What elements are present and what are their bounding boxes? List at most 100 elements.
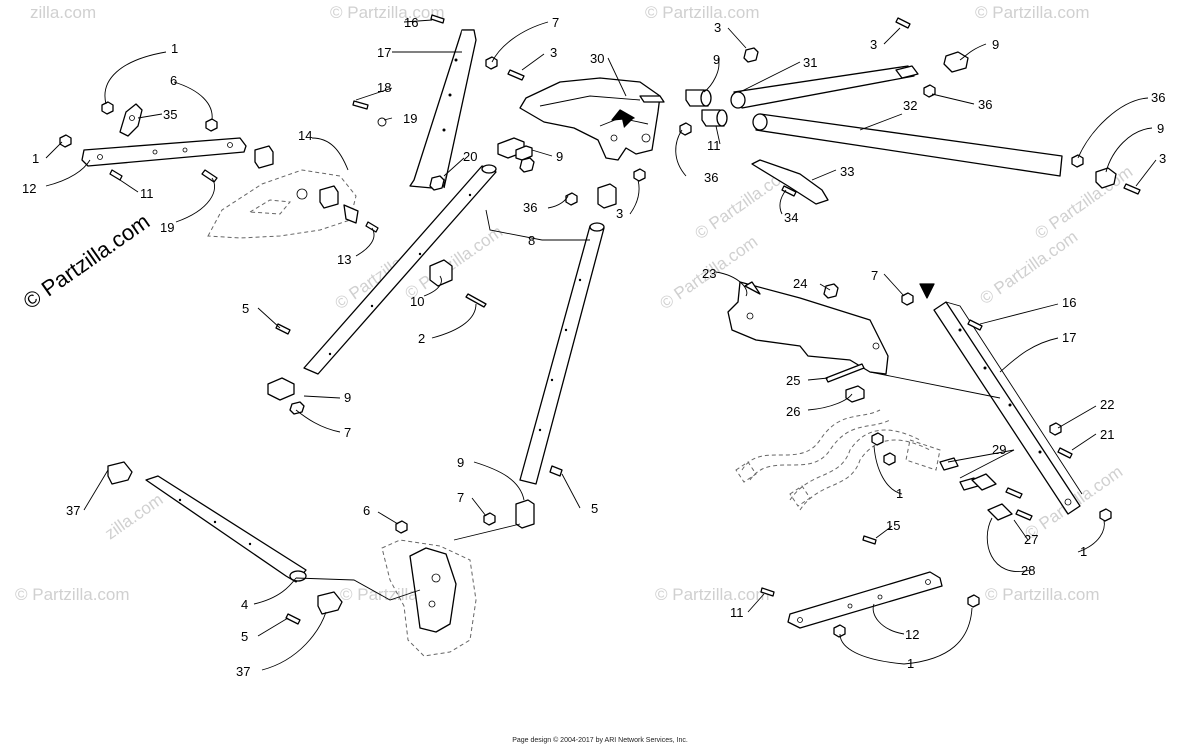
callout-number: 9 xyxy=(344,390,351,405)
nut-icon xyxy=(1049,422,1062,436)
bolt-icon xyxy=(285,613,301,625)
part-clamp xyxy=(971,473,997,491)
callout-number: 3 xyxy=(1159,151,1166,166)
bolt-icon xyxy=(967,319,983,331)
bolt-icon xyxy=(109,169,123,181)
part-bracket-33 xyxy=(751,159,829,205)
leader-lines xyxy=(45,19,1157,671)
callout-number: 5 xyxy=(241,629,248,644)
nut-icon xyxy=(1099,508,1112,522)
callout-number: 36 xyxy=(704,170,718,185)
bolt-icon xyxy=(1057,447,1073,459)
callout-number: 2 xyxy=(418,331,425,346)
callout-number: 27 xyxy=(1024,532,1038,547)
callout-number: 9 xyxy=(457,455,464,470)
arrow-marker-icon xyxy=(620,110,634,128)
callout-number: 28 xyxy=(1021,563,1035,578)
callout-labels: 1 6 35 1 12 11 19 14 13 16 7 17 18 19 20… xyxy=(22,15,1166,679)
nut-icon xyxy=(679,122,692,136)
watermark-text: © Partzilla.com xyxy=(330,3,445,22)
part-bracket-bar-left xyxy=(81,103,247,167)
nut-icon xyxy=(633,168,646,182)
nut-icon xyxy=(923,84,936,98)
nut-icon xyxy=(205,118,218,132)
part-upper-tube-31 xyxy=(685,65,919,109)
callout-number: 34 xyxy=(784,210,798,225)
part-center-housing xyxy=(519,77,665,161)
watermark-text: zilla.com xyxy=(101,490,166,543)
callout-number: 11 xyxy=(707,138,721,153)
bolt-icon xyxy=(1005,487,1023,499)
callout-number: 15 xyxy=(886,518,900,533)
bolt-icon xyxy=(201,169,218,183)
bolt-icon xyxy=(862,535,877,545)
callout-number: 1 xyxy=(32,151,39,166)
watermark-text: © Partzilla.com xyxy=(15,585,130,604)
bolt-icon xyxy=(1123,183,1141,195)
part-shim xyxy=(825,363,865,383)
part-vertical-brace-right xyxy=(933,301,1083,515)
part-frame-mount xyxy=(381,539,477,657)
callout-number: 17 xyxy=(377,45,391,60)
callout-number: 36 xyxy=(1151,90,1165,105)
callout-number: 9 xyxy=(1157,121,1164,136)
callout-number: 37 xyxy=(236,664,250,679)
bolt-icon xyxy=(430,14,445,24)
watermark-text: zilla.com xyxy=(30,3,96,22)
callout-number: 23 xyxy=(702,266,716,281)
end-cap-icon xyxy=(317,591,343,615)
bolt-icon xyxy=(352,100,369,110)
washer-icon xyxy=(377,117,387,127)
callout-number: 18 xyxy=(377,80,391,95)
callout-number: 32 xyxy=(903,98,917,113)
callout-number: 11 xyxy=(140,186,154,201)
callout-number: 10 xyxy=(410,294,424,309)
callout-number: 30 xyxy=(590,51,604,66)
nut-icon xyxy=(871,432,884,446)
part-diagonal-tube xyxy=(267,137,533,415)
callout-number: 16 xyxy=(404,15,418,30)
callout-number: 5 xyxy=(242,301,249,316)
end-cap-icon xyxy=(107,461,133,485)
bolt-icon xyxy=(549,465,563,477)
bolt-icon xyxy=(465,293,487,308)
bolt-icon xyxy=(275,323,291,335)
part-clamp xyxy=(987,503,1013,521)
copyright-footer: Page design © 2004-2017 by ARI Network S… xyxy=(512,737,688,744)
part-cable-assembly xyxy=(735,409,941,511)
nut-icon xyxy=(901,292,914,306)
bolt-icon xyxy=(781,185,797,197)
callout-number: 8 xyxy=(528,233,535,248)
callout-number: 11 xyxy=(730,605,744,620)
callout-number: 3 xyxy=(616,206,623,221)
callout-number: 31 xyxy=(803,55,817,70)
watermark-text: © Partzilla.com xyxy=(655,585,770,604)
part-lower-tube-32 xyxy=(701,109,1063,177)
nut-icon xyxy=(483,512,496,526)
arrow-marker-icon xyxy=(919,283,935,299)
callout-number: 3 xyxy=(870,37,877,52)
callout-number: 20 xyxy=(463,149,477,164)
nut-icon xyxy=(101,101,114,115)
callout-number: 1 xyxy=(1080,544,1087,559)
callout-number: 7 xyxy=(871,268,878,283)
callout-number: 13 xyxy=(337,252,351,267)
bolt-icon xyxy=(1015,509,1033,521)
nut-icon xyxy=(59,134,72,148)
bolt-icon xyxy=(507,69,525,81)
callout-number: 9 xyxy=(713,52,720,67)
part-spacer xyxy=(939,457,959,471)
callout-number: 1 xyxy=(171,41,178,56)
part-vertical-brace-top xyxy=(409,29,477,191)
end-cap-icon xyxy=(1095,167,1117,189)
callout-number: 35 xyxy=(163,107,177,122)
callout-number: 7 xyxy=(457,490,464,505)
nut-icon xyxy=(485,56,498,70)
watermark-text: © Partzilla.com xyxy=(401,222,506,303)
callout-number: 29 xyxy=(992,442,1006,457)
callout-number: 21 xyxy=(1100,427,1114,442)
callout-number: 22 xyxy=(1100,397,1114,412)
part-bracket-bar-right xyxy=(787,571,943,629)
nut-icon xyxy=(519,157,535,173)
callout-number: 14 xyxy=(298,128,312,143)
